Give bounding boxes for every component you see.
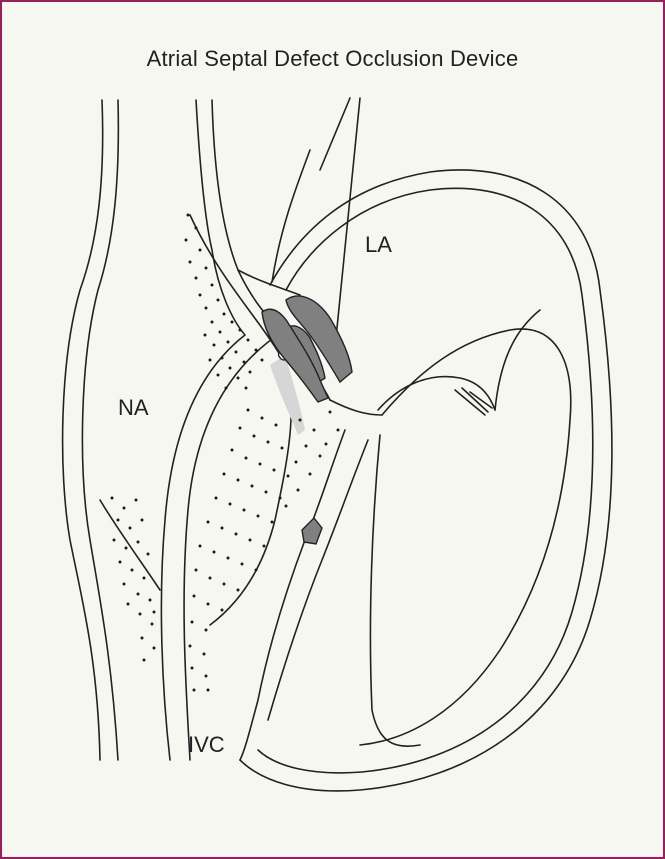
label-la: LA [365,232,392,257]
chorda-line [495,310,540,410]
ventricle-inner-wall [370,435,420,746]
mitral-valve-line [378,377,495,410]
heart-outer-contour [240,170,612,791]
vessel-outer-wall-left-inner [82,100,118,760]
catheter-line-1 [320,98,350,170]
valve-leaflet-1 [455,390,485,415]
delivery-wire-lower [100,500,160,590]
stipple-column [189,409,340,692]
stipple-lower-left [111,497,156,662]
septal-occluder-small [302,518,322,544]
vessel-right-wall [161,100,245,760]
stipple-upper [185,214,264,390]
catheter-line-2 [336,98,360,338]
interatrial-septum-lower [330,400,382,415]
heart-inner-contour [258,188,593,773]
occlusion-device [262,296,352,544]
label-na: NA [118,395,149,420]
septum-ventricle-line [240,430,345,760]
stipple-pattern [111,214,340,692]
label-ivc: IVC [188,732,225,757]
